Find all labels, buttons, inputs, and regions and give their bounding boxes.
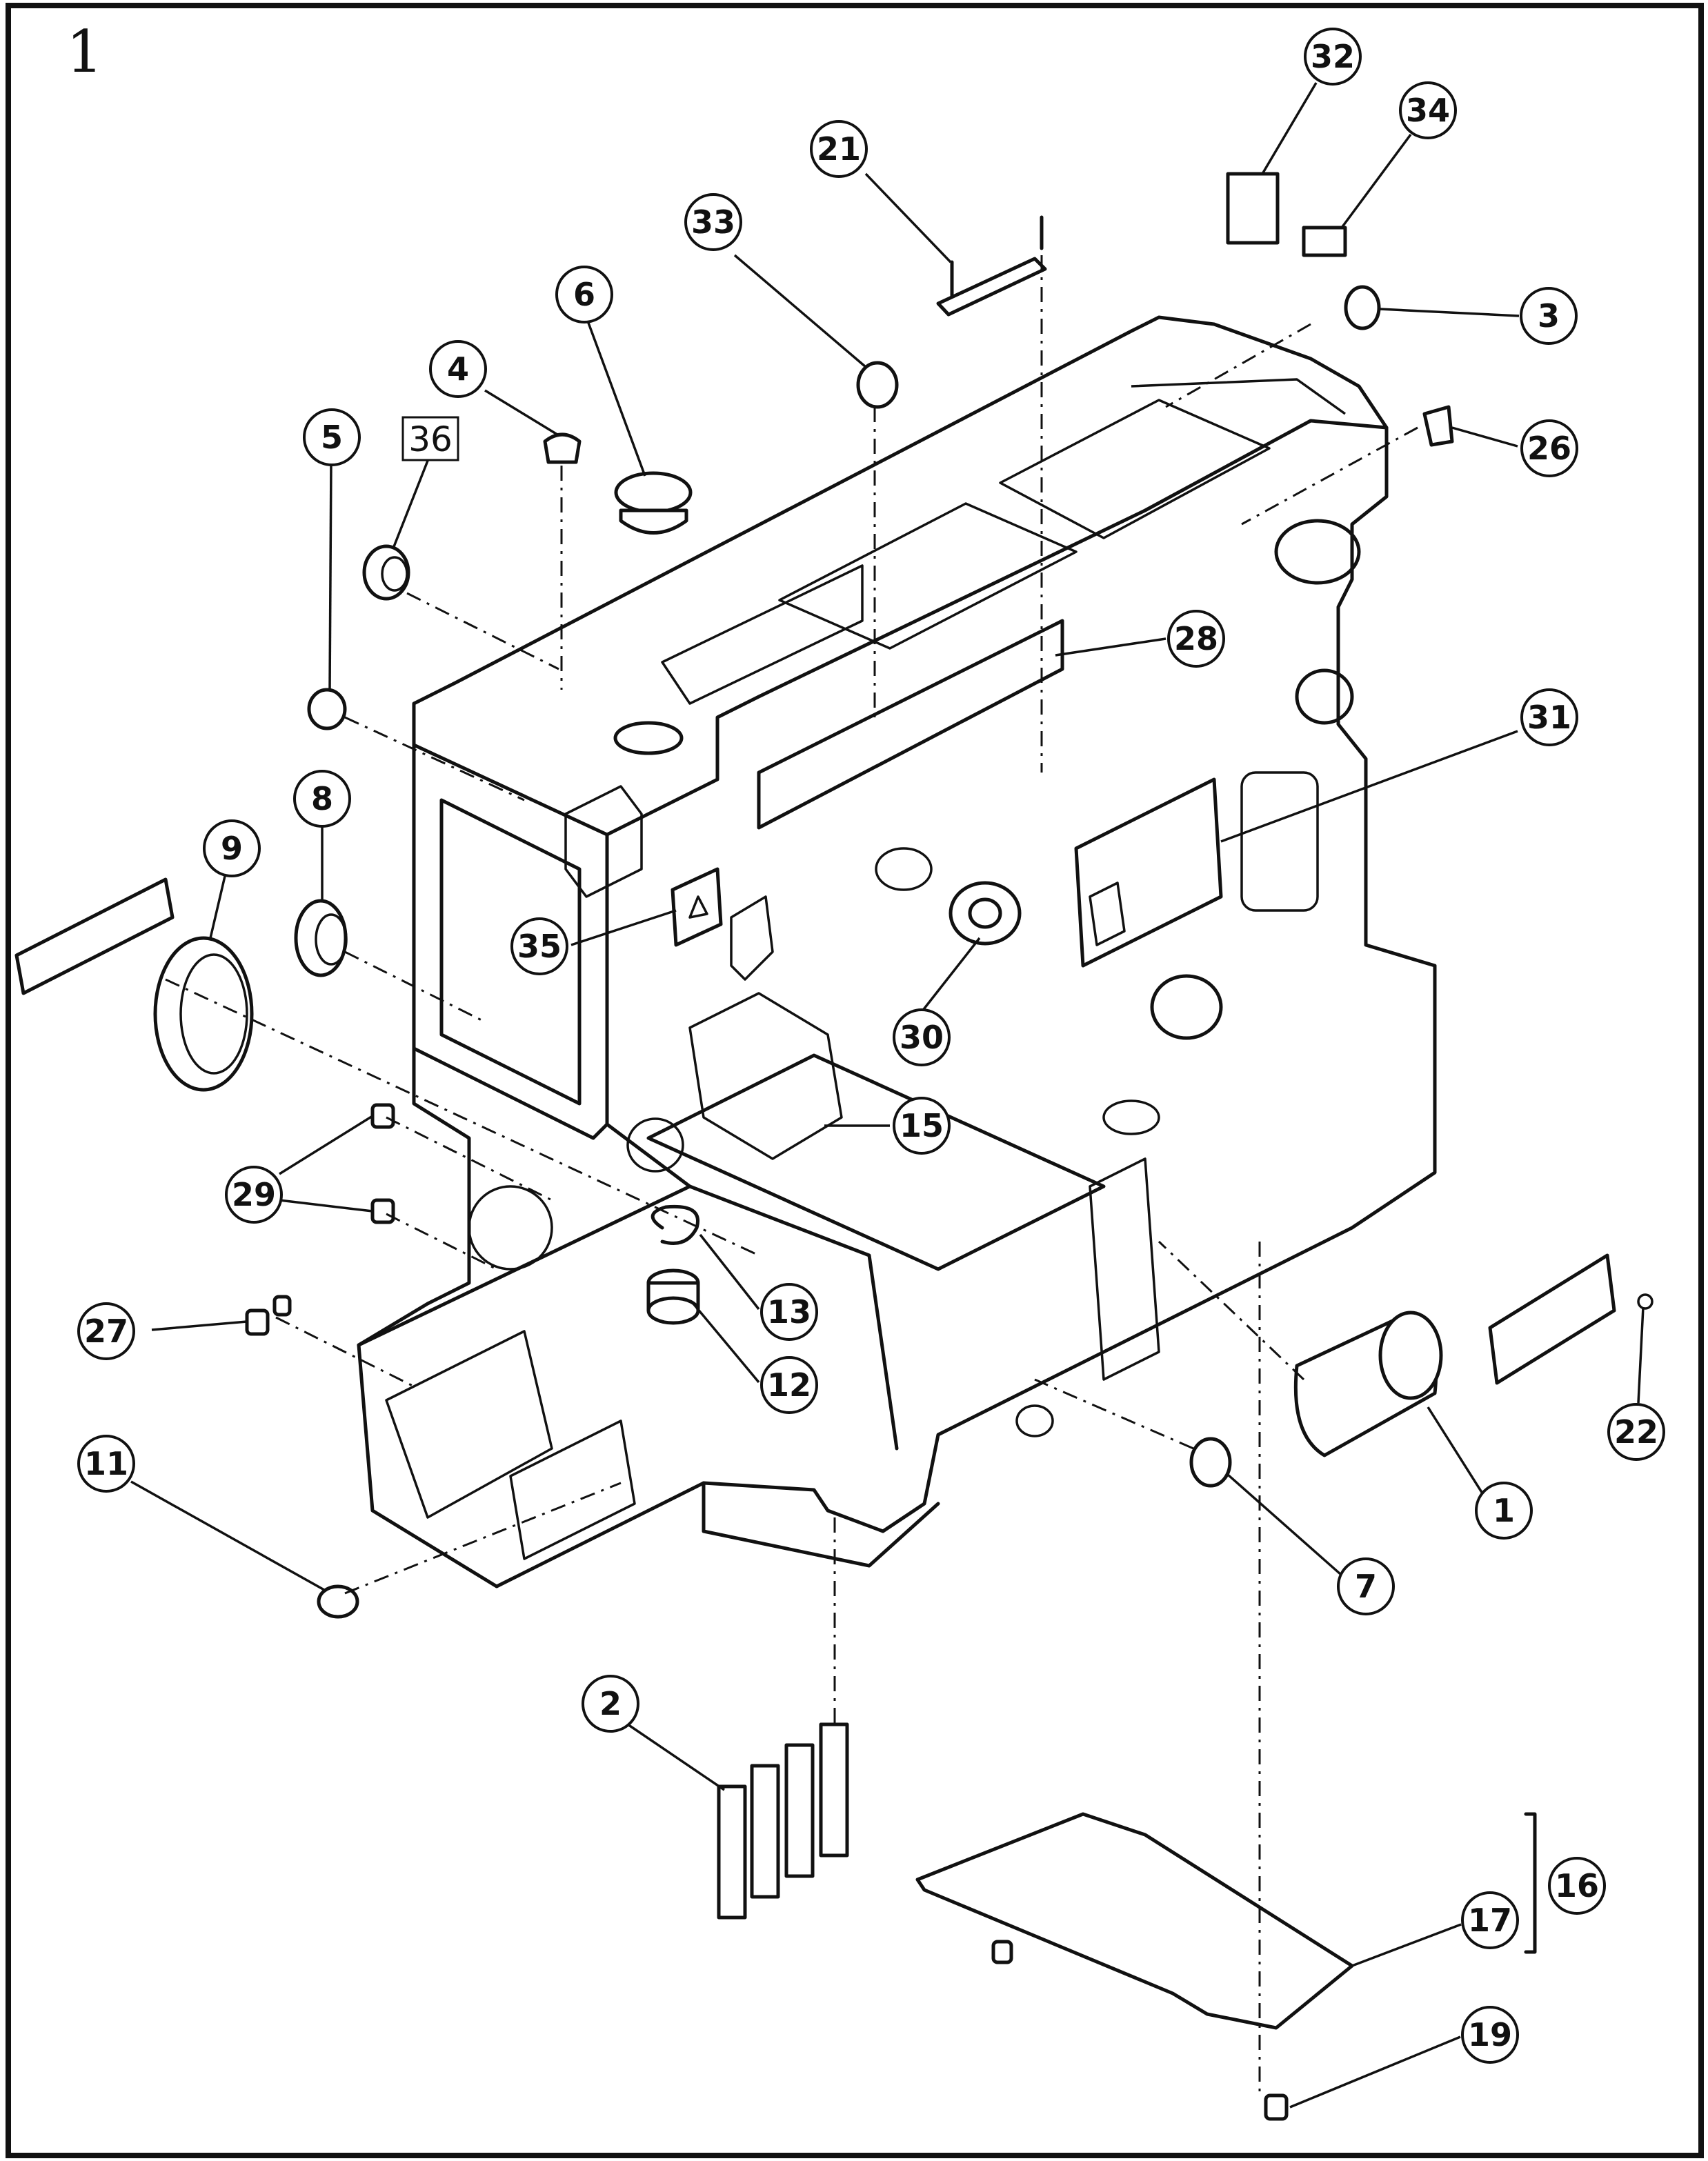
leader-lines bbox=[130, 82, 1645, 2109]
callout-33: 33 bbox=[684, 193, 742, 251]
callout-12: 12 bbox=[760, 1356, 818, 1414]
callout-34: 34 bbox=[1399, 81, 1457, 139]
callout-7: 7 bbox=[1337, 1557, 1395, 1615]
svg-text:32: 32 bbox=[1311, 38, 1355, 75]
svg-text:27: 27 bbox=[84, 1313, 128, 1350]
callout-5: 5 bbox=[303, 408, 361, 466]
callout-35: 35 bbox=[510, 917, 568, 975]
svg-text:34: 34 bbox=[1406, 92, 1450, 129]
svg-text:19: 19 bbox=[1468, 2016, 1512, 2053]
diagram-frame bbox=[6, 3, 1704, 2158]
svg-text:11: 11 bbox=[84, 1445, 128, 1482]
callout-4: 4 bbox=[429, 340, 487, 398]
svg-text:17: 17 bbox=[1468, 1902, 1512, 1939]
callout-26: 26 bbox=[1520, 419, 1578, 477]
svg-text:21: 21 bbox=[817, 130, 861, 168]
callout-15: 15 bbox=[893, 1097, 951, 1155]
svg-text:15: 15 bbox=[900, 1107, 944, 1144]
callout-16: 16 bbox=[1548, 1857, 1606, 1915]
svg-text:7: 7 bbox=[1355, 1568, 1377, 1605]
machine-arm-casting bbox=[357, 315, 1437, 1589]
svg-text:6: 6 bbox=[573, 276, 595, 313]
svg-text:35: 35 bbox=[517, 928, 562, 965]
callout-11: 11 bbox=[77, 1435, 135, 1493]
svg-text:4: 4 bbox=[447, 350, 469, 388]
svg-text:30: 30 bbox=[900, 1019, 944, 1056]
svg-text:26: 26 bbox=[1527, 430, 1571, 467]
svg-text:16: 16 bbox=[1555, 1867, 1599, 1904]
boxed-label-36: 36 bbox=[401, 416, 459, 461]
svg-text:31: 31 bbox=[1527, 699, 1571, 736]
callout-9: 9 bbox=[203, 819, 261, 877]
callout-30: 30 bbox=[893, 1008, 951, 1066]
callout-17: 17 bbox=[1461, 1891, 1519, 1949]
callout-27: 27 bbox=[77, 1302, 135, 1360]
callout-29: 29 bbox=[225, 1166, 283, 1224]
assembly-lines bbox=[165, 255, 1418, 2097]
callout-21: 21 bbox=[810, 120, 868, 178]
svg-text:29: 29 bbox=[232, 1176, 276, 1213]
svg-text:3: 3 bbox=[1538, 297, 1560, 335]
callout-31: 31 bbox=[1520, 688, 1578, 746]
svg-text:8: 8 bbox=[311, 780, 333, 817]
figure-number: 1 bbox=[66, 18, 103, 86]
svg-text:2: 2 bbox=[599, 1685, 622, 1722]
callout-28: 28 bbox=[1167, 610, 1225, 668]
callout-1: 1 bbox=[1475, 1482, 1533, 1540]
svg-text:1: 1 bbox=[1493, 1492, 1515, 1529]
callout-8: 8 bbox=[293, 770, 351, 828]
callout-19: 19 bbox=[1461, 2006, 1519, 2064]
callout-2: 2 bbox=[582, 1675, 639, 1733]
callout-6: 6 bbox=[555, 266, 613, 323]
svg-text:5: 5 bbox=[321, 419, 343, 456]
callout-22: 22 bbox=[1607, 1403, 1665, 1461]
callout-3: 3 bbox=[1520, 287, 1578, 345]
callout-32: 32 bbox=[1304, 28, 1362, 86]
svg-text:22: 22 bbox=[1614, 1413, 1658, 1451]
loose-parts bbox=[14, 172, 1654, 2121]
svg-text:13: 13 bbox=[767, 1293, 811, 1331]
svg-text:28: 28 bbox=[1174, 620, 1218, 657]
svg-text:36: 36 bbox=[408, 419, 453, 459]
svg-text:12: 12 bbox=[767, 1366, 811, 1404]
svg-text:33: 33 bbox=[691, 203, 735, 241]
callout-13: 13 bbox=[760, 1283, 818, 1341]
svg-text:9: 9 bbox=[221, 830, 243, 867]
